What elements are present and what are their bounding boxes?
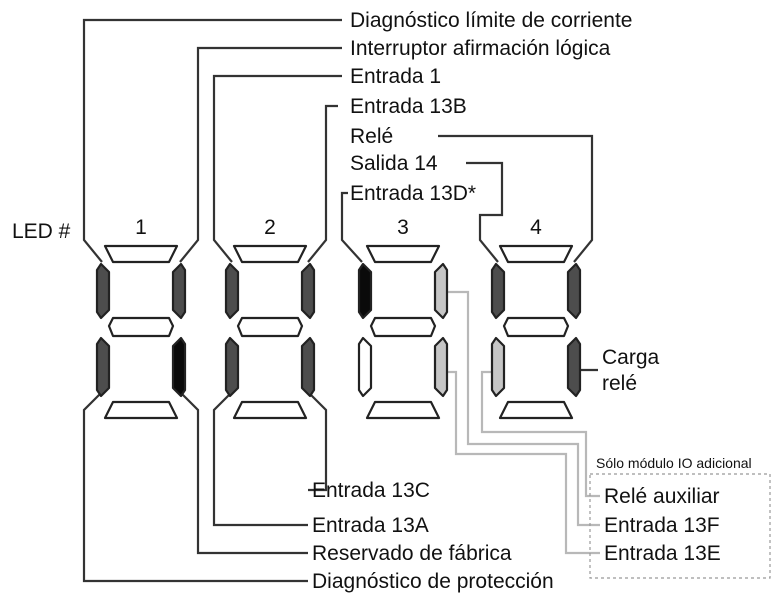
label-input13c: Entrada 13C bbox=[312, 479, 430, 502]
led-number-3: 3 bbox=[397, 216, 409, 239]
leader-input1 bbox=[212, 74, 342, 263]
led3-segment-lower-left bbox=[357, 336, 373, 398]
led1-segment-bottom bbox=[103, 400, 179, 420]
leader-input13e bbox=[444, 370, 600, 555]
leader-switch-logic bbox=[179, 46, 342, 263]
led4-segment-top bbox=[498, 244, 574, 264]
led2-segment-middle bbox=[236, 316, 304, 338]
label-aux-relay: Relé auxiliar bbox=[604, 485, 720, 508]
label-diag-limit: Diagnóstico límite de corriente bbox=[350, 9, 632, 32]
io-module-box bbox=[589, 473, 771, 579]
led4-segment-lower-right bbox=[566, 336, 582, 398]
labels: Diagnóstico límite de corriente Interrup… bbox=[12, 9, 752, 593]
led1-segment-top bbox=[103, 244, 179, 264]
label-input13d: Entrada 13D* bbox=[350, 182, 476, 205]
led2-segment-lower-left bbox=[224, 336, 240, 398]
leader-diag-limit bbox=[82, 18, 342, 263]
led1-segment-lower-right bbox=[171, 336, 187, 398]
leader-input13a bbox=[212, 391, 308, 527]
label-input13b: Entrada 13B bbox=[350, 95, 467, 118]
led-displays bbox=[95, 244, 582, 420]
leader-input13c bbox=[307, 391, 328, 492]
led2-segment-bottom bbox=[232, 400, 308, 420]
led-display-1 bbox=[95, 244, 187, 420]
leader-lines bbox=[82, 18, 598, 583]
leader-input13b bbox=[307, 104, 338, 263]
led1-segment-upper-left bbox=[95, 262, 111, 320]
led4-segment-lower-left bbox=[490, 336, 506, 398]
leader-input13d bbox=[340, 191, 363, 263]
led3-segment-lower-right bbox=[433, 336, 449, 398]
led3-segment-bottom bbox=[365, 400, 441, 420]
led1-segment-lower-left bbox=[95, 336, 111, 398]
led1-segment-middle bbox=[107, 316, 175, 338]
label-input13f: Entrada 13F bbox=[604, 514, 720, 537]
led2-segment-lower-right bbox=[300, 336, 316, 398]
leader-lines-io bbox=[444, 290, 600, 555]
led-display-4 bbox=[490, 244, 582, 420]
label-switch-logic: Interruptor afirmación lógica bbox=[350, 37, 611, 60]
label-input13e: Entrada 13E bbox=[604, 542, 721, 565]
led4-segment-upper-left bbox=[490, 262, 506, 320]
label-factory-reserved: Reservado de fábrica bbox=[312, 542, 512, 565]
led-display-3 bbox=[357, 244, 449, 420]
label-input1: Entrada 1 bbox=[350, 65, 441, 88]
led-number-4: 4 bbox=[530, 216, 542, 239]
led3-segment-top bbox=[365, 244, 441, 264]
led2-segment-upper-right bbox=[300, 262, 316, 320]
led-number-1: 1 bbox=[135, 216, 147, 239]
led3-segment-middle bbox=[369, 316, 437, 338]
leader-factory-reserved bbox=[179, 391, 308, 555]
leader-output14 bbox=[466, 161, 504, 263]
led3-segment-upper-left bbox=[357, 262, 373, 320]
label-input13a: Entrada 13A bbox=[312, 514, 429, 537]
led3-segment-upper-right bbox=[433, 262, 449, 320]
label-diag-protection: Diagnóstico de protección bbox=[312, 570, 554, 593]
label-relay: Relé bbox=[350, 125, 393, 148]
led-display-2 bbox=[224, 244, 316, 420]
label-io-only: Sólo módulo IO adicional bbox=[596, 455, 752, 471]
led4-segment-upper-right bbox=[566, 262, 582, 320]
leader-aux-relay bbox=[480, 370, 600, 498]
leader-diag-protection bbox=[82, 391, 308, 583]
led-number-2: 2 bbox=[264, 216, 276, 239]
led4-segment-bottom bbox=[498, 400, 574, 420]
label-output14: Salida 14 bbox=[350, 152, 438, 175]
led2-segment-top bbox=[232, 244, 308, 264]
led1-segment-upper-right bbox=[171, 262, 187, 320]
label-load-relay-line2: relé bbox=[602, 372, 637, 395]
leader-relay bbox=[438, 134, 594, 263]
leader-input13f bbox=[444, 290, 600, 527]
led2-segment-upper-left bbox=[224, 262, 240, 320]
label-load-relay-line1: Carga bbox=[602, 346, 660, 369]
led4-segment-middle bbox=[502, 316, 570, 338]
label-led-hash: LED # bbox=[12, 220, 71, 243]
